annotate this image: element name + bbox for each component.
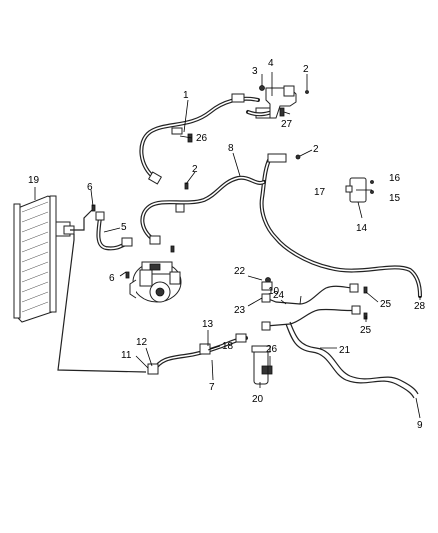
callout-2: 2 [313,144,319,155]
callout-5: 5 [121,222,127,233]
hose-1 [139,93,274,185]
callout-23: 23 [234,305,246,316]
callout-6: 6 [109,273,115,284]
callout-17: 17 [314,187,326,198]
callout-25: 25 [380,299,392,310]
callout-2: 2 [192,164,198,175]
compressor-assembly [129,261,182,303]
callout-26: 26 [196,133,208,144]
condenser-assembly [13,195,75,323]
callout-7: 7 [209,382,215,393]
callout-27: 27 [281,119,293,130]
callout-3: 3 [252,66,258,77]
callout-15: 15 [389,193,401,204]
callout-8: 8 [228,143,234,154]
callout-9: 9 [417,420,423,431]
expansion-fitting [259,85,309,119]
callout-26: 26 [266,344,278,355]
callout-16: 16 [389,173,401,184]
fasteners [91,133,368,375]
accumulator [251,345,271,385]
callout-19: 19 [28,175,40,186]
callout-25: 25 [360,325,372,336]
callout-22: 22 [234,266,246,277]
callout-24: 24 [273,290,285,301]
callout-18: 18 [222,341,234,352]
callout-14: 14 [356,223,368,234]
hose-8 [140,175,266,245]
callout-4: 4 [268,58,274,69]
condenser-line [57,209,147,373]
hose-5 [95,211,133,251]
callout-10: 10 [268,286,280,297]
callout-13: 13 [202,319,214,330]
line-21 [285,321,419,399]
callout-labels: 1 2 2 2 3 4 5 6 6 7 8 9 10 11 12 13 14 1… [28,58,426,431]
callout-2: 2 [303,64,309,75]
hose-28 [259,153,422,298]
callout-20: 20 [252,394,264,405]
callout-12: 12 [136,337,148,348]
liquid-line-7 [147,333,248,375]
callout-1: 1 [183,90,189,101]
callout-21: 21 [339,345,351,356]
callout-6: 6 [87,182,93,193]
callout-11: 11 [121,350,132,361]
callout-28: 28 [414,301,426,312]
leader-lines [34,72,421,419]
line-10-24 [261,283,361,331]
